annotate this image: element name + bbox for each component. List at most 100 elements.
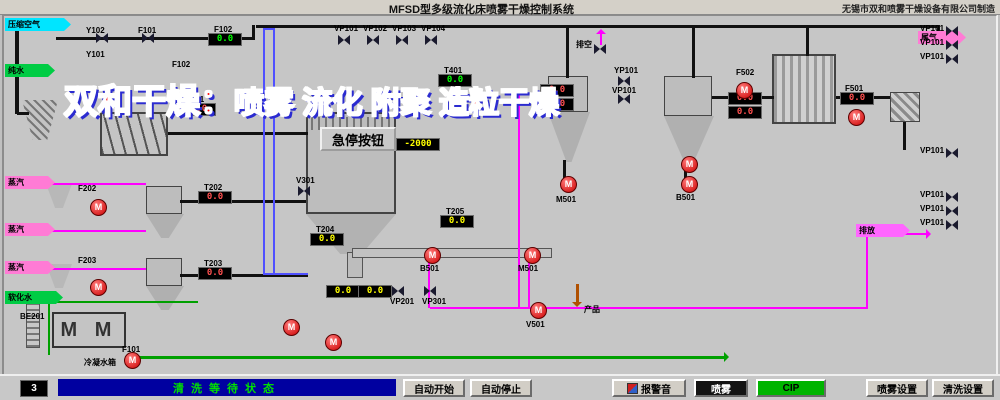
value-display: 0.0 <box>440 215 474 228</box>
valve-icon[interactable] <box>338 35 350 45</box>
pipe-segment <box>256 25 940 28</box>
flow-arrowhead <box>572 302 582 312</box>
equipment-tag: 排空 <box>576 40 592 49</box>
heater-1-body <box>146 186 182 214</box>
nozzle-hatch <box>311 117 391 130</box>
pipe-segment <box>17 112 29 115</box>
motor-pump[interactable]: M <box>283 319 300 336</box>
motor-pump[interactable]: M <box>530 302 547 319</box>
value-display: 0.0 <box>840 92 874 105</box>
equipment-tag: Y101 <box>86 50 105 59</box>
equipment-tag: VP101 <box>334 24 359 33</box>
equipment-tag: F203 <box>78 256 97 265</box>
value-display: 0.0 <box>438 74 472 87</box>
equipment-tag: VP101 <box>920 190 945 199</box>
equipment-tag: VP101 <box>920 204 945 213</box>
pipe-segment <box>518 90 520 307</box>
pipe-segment <box>40 230 146 232</box>
pipe-segment <box>566 28 569 78</box>
emergency-stop-button[interactable]: 急停按钮 <box>320 127 396 151</box>
value-display: 0.0 <box>728 106 762 119</box>
motor-pump[interactable]: M <box>524 247 541 264</box>
valve-icon[interactable] <box>946 26 958 36</box>
auto-stop-button-label: 自动停止 <box>481 384 521 396</box>
fluid-bed-duct <box>352 248 552 258</box>
equipment-tag: M501 <box>556 195 577 204</box>
pipe-segment <box>48 301 50 355</box>
value-display: 0.0 <box>326 285 360 298</box>
valve-icon[interactable] <box>425 35 437 45</box>
flow-arrowhead <box>596 24 606 34</box>
equipment-tag: VP101 <box>920 52 945 61</box>
equipment-tag: VP101 <box>920 218 945 227</box>
motor-pump[interactable]: M <box>681 176 698 193</box>
equipment-tag: T204 <box>316 225 335 234</box>
valve-icon[interactable] <box>142 33 154 43</box>
valve-icon[interactable] <box>946 40 958 50</box>
pipe-segment <box>430 307 868 309</box>
condensate-tank <box>52 312 126 348</box>
equipment-tag: T201 <box>186 95 205 104</box>
valve-icon[interactable] <box>367 35 379 45</box>
motor-pump[interactable]: M <box>681 156 698 173</box>
valve-icon[interactable] <box>392 286 404 296</box>
valve-icon[interactable] <box>618 76 630 86</box>
value-display: -2000 <box>396 138 440 151</box>
pipe-segment <box>576 284 579 304</box>
pipe-segment <box>40 183 146 185</box>
equipment-tag: M501 <box>518 264 539 273</box>
page-title: MFSD型多级流化床喷雾干燥控制系统 <box>388 4 575 16</box>
motor-pump[interactable]: M <box>560 176 577 193</box>
equipment-tag: VP101 <box>920 38 945 47</box>
valve-icon[interactable] <box>96 33 108 43</box>
equipment-tag: VP201 <box>390 297 415 306</box>
valve-icon[interactable] <box>298 186 310 196</box>
valve-icon[interactable] <box>618 94 630 104</box>
alarm-sound-button[interactable]: 报警音 <box>612 379 686 397</box>
valve-icon[interactable] <box>946 148 958 158</box>
clean-settings-button[interactable]: 清洗设置 <box>932 379 994 397</box>
motor-pump[interactable]: M <box>90 279 107 296</box>
equipment-tag: VP102 <box>363 24 388 33</box>
auto-start-button-label: 自动开始 <box>414 384 454 396</box>
pipe-segment <box>263 28 275 30</box>
valve-icon[interactable] <box>946 192 958 202</box>
equipment-tag: T203 <box>204 259 223 268</box>
auto-start-button[interactable]: 自动开始 <box>403 379 465 397</box>
pipe-segment <box>692 28 695 78</box>
valve-icon[interactable] <box>424 286 436 296</box>
flow-arrowhead <box>724 352 734 362</box>
motor-pump[interactable]: M <box>848 109 865 126</box>
valve-icon[interactable] <box>946 220 958 230</box>
spray-settings-button[interactable]: 喷雾设置 <box>866 379 928 397</box>
flow-label: 纯水 <box>5 64 55 77</box>
value-display: 0.0 <box>182 103 216 116</box>
pipe-segment <box>563 160 566 180</box>
motor-pump[interactable]: M <box>736 82 753 99</box>
equipment-tag: YP101 <box>614 66 639 75</box>
cip-button[interactable]: CIP <box>756 379 826 397</box>
equipment-tag: VP104 <box>421 24 446 33</box>
spray-button[interactable]: 喷雾 <box>694 379 748 397</box>
valve-icon[interactable] <box>946 54 958 64</box>
equipment-tag: F502 <box>736 68 755 77</box>
value-display: 0.0 <box>540 98 574 111</box>
status-text: 清洗等待状态 <box>173 382 281 395</box>
pipe-segment <box>428 258 430 308</box>
valve-icon[interactable] <box>396 35 408 45</box>
pipe-segment <box>168 132 308 135</box>
motor-pump[interactable]: M <box>90 199 107 216</box>
equipment-tag: V501 <box>526 320 545 329</box>
exhaust-filter <box>890 92 920 122</box>
status-display: 清洗等待状态 <box>58 379 396 396</box>
valve-icon[interactable] <box>946 206 958 216</box>
equipment-tag: VP101 <box>920 24 945 33</box>
motor-pump[interactable]: M <box>424 247 441 264</box>
motor-pump[interactable]: M <box>124 352 141 369</box>
motor-pump[interactable]: M <box>325 334 342 351</box>
valve-icon[interactable] <box>594 44 606 54</box>
auto-stop-button[interactable]: 自动停止 <box>470 379 532 397</box>
equipment-tag: Y102 <box>86 26 105 35</box>
alarm-sound-button-label: 报警音 <box>641 384 671 396</box>
value-display: 0.0 <box>198 191 232 204</box>
